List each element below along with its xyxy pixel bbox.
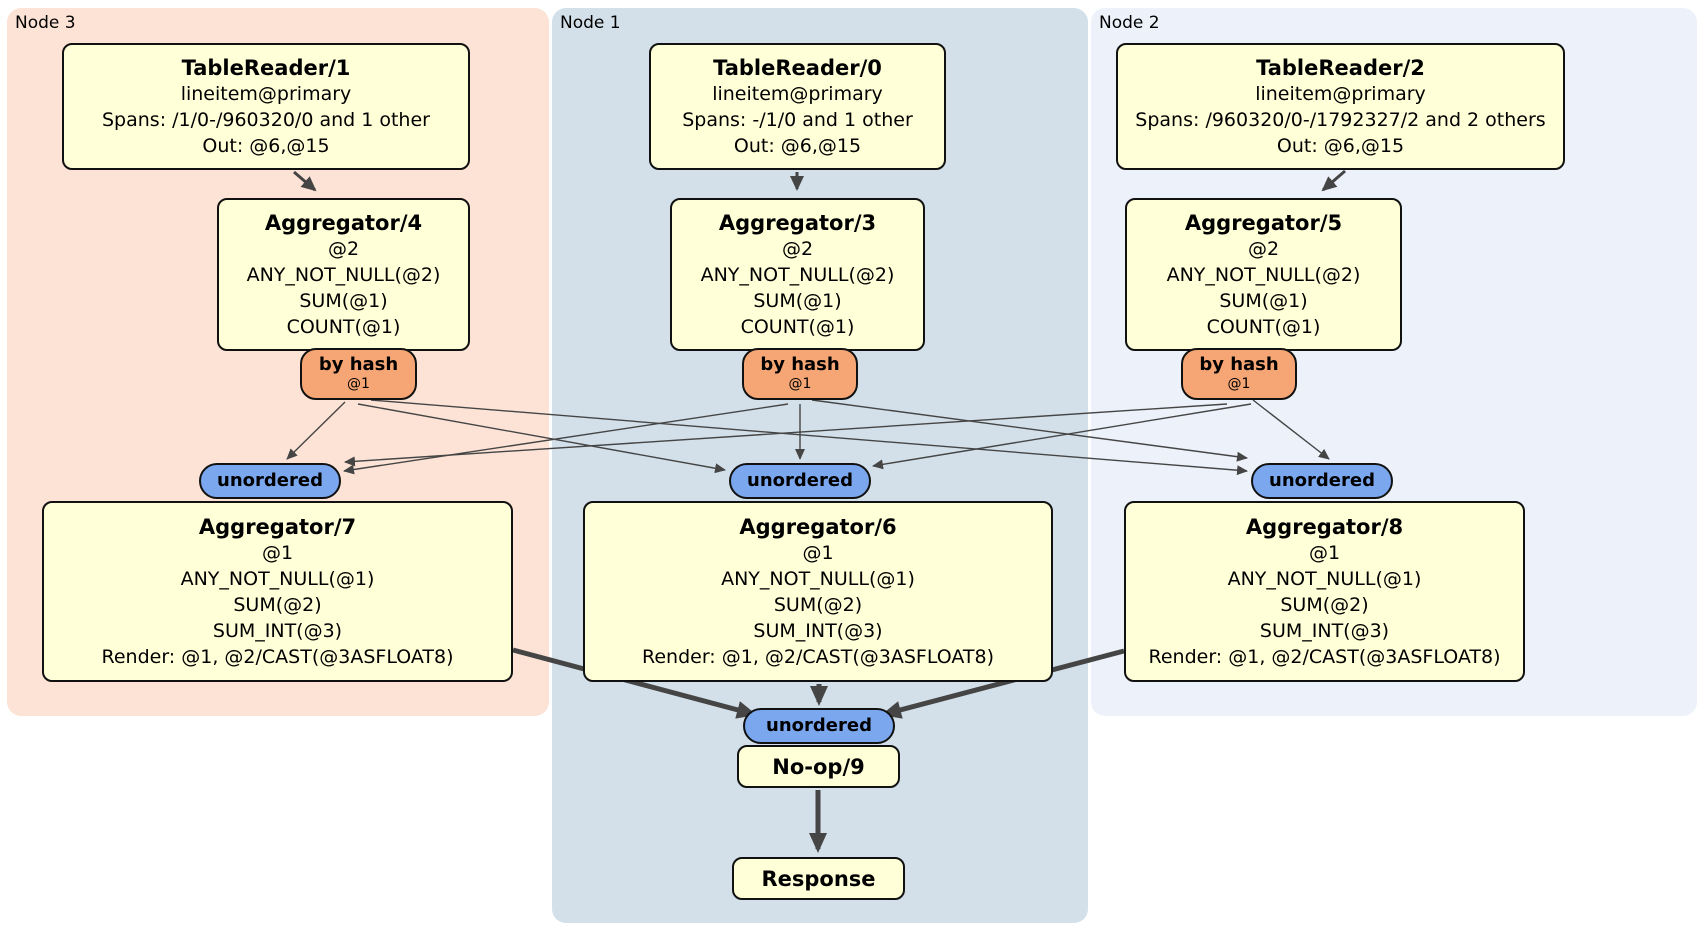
processor-aggregator-7: Aggregator/7 @1 ANY_NOT_NULL(@1) SUM(@2)… <box>42 501 513 682</box>
processor-aggregator-3: Aggregator/3 @2 ANY_NOT_NULL(@2) SUM(@1)… <box>670 198 925 351</box>
processor-title: No-op/9 <box>772 754 865 779</box>
processor-title: Aggregator/6 <box>739 514 897 539</box>
router-label: by hash <box>318 354 399 375</box>
processor-aggregator-4: Aggregator/4 @2 ANY_NOT_NULL(@2) SUM(@1)… <box>217 198 470 351</box>
sync-unordered-center: unordered <box>729 463 871 499</box>
router-label: by hash <box>1199 354 1279 375</box>
processor-title: TableReader/1 <box>181 55 351 80</box>
edge-hash-router-lines <box>286 399 1330 476</box>
processor-out: Out: @6,@15 <box>733 134 862 157</box>
edge-tablereader-arrows <box>293 169 1346 192</box>
processor-title: Response <box>761 866 876 891</box>
processor-response: Response <box>732 857 905 900</box>
processor-title: Aggregator/4 <box>264 210 423 235</box>
router-by-hash-agg5: by hash @1 <box>1181 348 1297 400</box>
processor-spans: Spans: -/1/0 and 1 other <box>682 108 913 131</box>
processor-title: Aggregator/3 <box>718 210 877 235</box>
processor-render: Render: @1, @2/CAST(@3ASFLOAT8) <box>101 645 454 668</box>
processor-title: TableReader/0 <box>713 55 882 80</box>
region-label-node-2: Node 2 <box>1099 13 1160 33</box>
processor-title: Aggregator/8 <box>1245 514 1404 539</box>
region-label-node-3: Node 3 <box>15 13 76 33</box>
processor-aggregator-6: Aggregator/6 @1 ANY_NOT_NULL(@1) SUM(@2)… <box>583 501 1053 682</box>
processor-index: lineitem@primary <box>180 82 352 105</box>
processor-spans: Spans: /960320/0-/1792327/2 and 2 others <box>1135 108 1546 131</box>
sync-unordered-right: unordered <box>1251 463 1393 499</box>
processor-spans: Spans: /1/0-/960320/0 and 1 other <box>102 108 430 131</box>
region-label-node-1: Node 1 <box>560 13 621 33</box>
processor-title: TableReader/2 <box>1256 55 1425 80</box>
router-by-hash-agg4: by hash @1 <box>300 348 417 400</box>
sync-unordered-final: unordered <box>743 708 895 744</box>
router-key: @1 <box>1227 376 1251 392</box>
processor-title: Aggregator/7 <box>198 514 357 539</box>
processor-tablereader-2: TableReader/2 lineitem@primary Spans: /9… <box>1116 43 1565 170</box>
edge-final-arrows <box>512 647 1125 853</box>
processor-title: Aggregator/5 <box>1184 210 1343 235</box>
router-by-hash-agg3: by hash @1 <box>742 348 858 400</box>
processor-index: lineitem@primary <box>1255 82 1426 105</box>
processor-out: Out: @6,@15 <box>202 134 330 157</box>
router-label: by hash <box>760 354 840 375</box>
processor-out: Out: @6,@15 <box>1276 134 1405 157</box>
processor-aggregator-8: Aggregator/8 @1 ANY_NOT_NULL(@1) SUM(@2)… <box>1124 501 1525 682</box>
processor-tablereader-0: TableReader/0 lineitem@primary Spans: -/… <box>649 43 946 170</box>
router-key: @1 <box>788 376 812 392</box>
sync-unordered-left: unordered <box>199 463 341 499</box>
processor-noop-9: No-op/9 <box>737 745 900 788</box>
processor-aggregator-5: Aggregator/5 @2 ANY_NOT_NULL(@2) SUM(@1)… <box>1125 198 1402 351</box>
processor-index: lineitem@primary <box>712 82 883 105</box>
processor-tablereader-1: TableReader/1 lineitem@primary Spans: /1… <box>62 43 470 170</box>
router-key: @1 <box>347 376 370 392</box>
processor-render: Render: @1, @2/CAST(@3ASFLOAT8) <box>1148 645 1501 668</box>
processor-render: Render: @1, @2/CAST(@3ASFLOAT8) <box>642 645 994 668</box>
